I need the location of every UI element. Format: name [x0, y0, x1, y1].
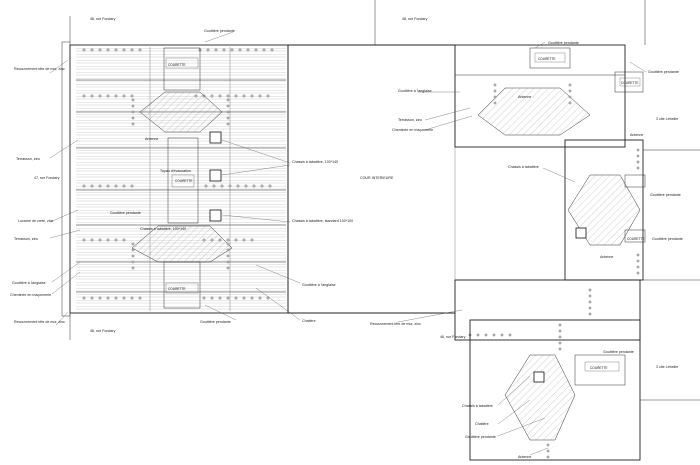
left-dot-rows — [82, 48, 274, 300]
courette-label: COURETTE — [621, 81, 639, 85]
skylight — [209, 131, 222, 144]
street-label: 46, rue Fondary — [90, 17, 116, 21]
skylight — [533, 371, 545, 383]
skylight — [209, 169, 222, 182]
annotation: Lucarne de crete, zinc — [18, 219, 54, 223]
annotation: Chassis à tabatière, 100*140 — [140, 227, 186, 231]
annotation: Chassis à tabatière, 100*140 — [292, 160, 338, 164]
annotation: Chassis à tabatière — [462, 404, 493, 408]
annotation: Chassis à tabatière — [508, 165, 539, 169]
annotation: Chassis à tabatière, standard 100*100 — [292, 219, 353, 223]
annotation: Antenne — [518, 95, 531, 99]
annotation: Antenne — [145, 137, 158, 141]
annotation: Gouttière à l'anglaise — [302, 283, 336, 287]
courette-label: COURETTE — [627, 237, 645, 241]
annotation: Antenne — [518, 455, 531, 459]
annotation: Tuyau d'évacuation — [160, 169, 191, 173]
annotation: Gouttière pendante — [465, 435, 496, 439]
courette-box — [163, 47, 201, 91]
skylight — [575, 227, 587, 239]
annotation: Recouvrement tête de mur, zinc — [14, 320, 65, 324]
courette-label: COURETTE — [168, 63, 186, 67]
annotation: Cheminée en maçonnerie — [10, 293, 51, 297]
courette-label: COURETTE — [175, 179, 193, 183]
annotation: Terrasson, zinc — [398, 118, 422, 122]
street-label: 46, rue Fondary — [440, 335, 466, 339]
annotation: Antenne — [600, 255, 613, 259]
annotation: Terrasson, zinc — [14, 237, 38, 241]
annotation: Cheminée en maçonnerie — [392, 128, 433, 132]
annotation: Gouttière à l'anglaise — [398, 89, 432, 93]
courette-label: COURETTE — [590, 366, 608, 370]
annotation: Gouttière pendante — [652, 237, 683, 241]
annotation: Gouttière pendante — [548, 41, 579, 45]
annotation: Gouttière pendante — [650, 193, 681, 197]
courette-label: COURETTE — [538, 57, 556, 61]
street-label: 48, rue Fondary — [402, 17, 428, 21]
annotation: Gouttière pendante — [648, 70, 679, 74]
annotation: Gouttière à l'anglaise — [12, 281, 46, 285]
annotation: Terrasson, zinc — [16, 157, 40, 161]
annotation: Antenne — [630, 133, 643, 137]
right-building — [454, 44, 700, 461]
annotation: Chatière — [475, 422, 489, 426]
leader-lines — [49, 31, 647, 456]
annotation: 3 cite Lebeller — [656, 117, 679, 121]
left-building — [61, 41, 289, 317]
annotation: Gouttière pendante — [603, 350, 634, 354]
courtyard-label: COUR INTERIEURE — [360, 176, 394, 180]
annotation: Gouttière pendante — [110, 211, 141, 215]
street-label: 46, rue Fondary — [90, 329, 116, 333]
street-label: 47, rue Fondary — [34, 176, 60, 180]
annotation: Gouttière pendante — [204, 29, 235, 33]
annotation: Recouvrement tête de mur, zinc — [370, 322, 421, 326]
annotation: Recouvrement tête de mur, zinc — [14, 67, 65, 71]
annotation: Gouttière pendante — [200, 320, 231, 324]
courette-label: COURETTE — [168, 287, 186, 291]
annotation: 3 cite Lebeller — [656, 365, 679, 369]
skylight — [209, 209, 222, 222]
annotation: Chatière — [302, 319, 316, 323]
